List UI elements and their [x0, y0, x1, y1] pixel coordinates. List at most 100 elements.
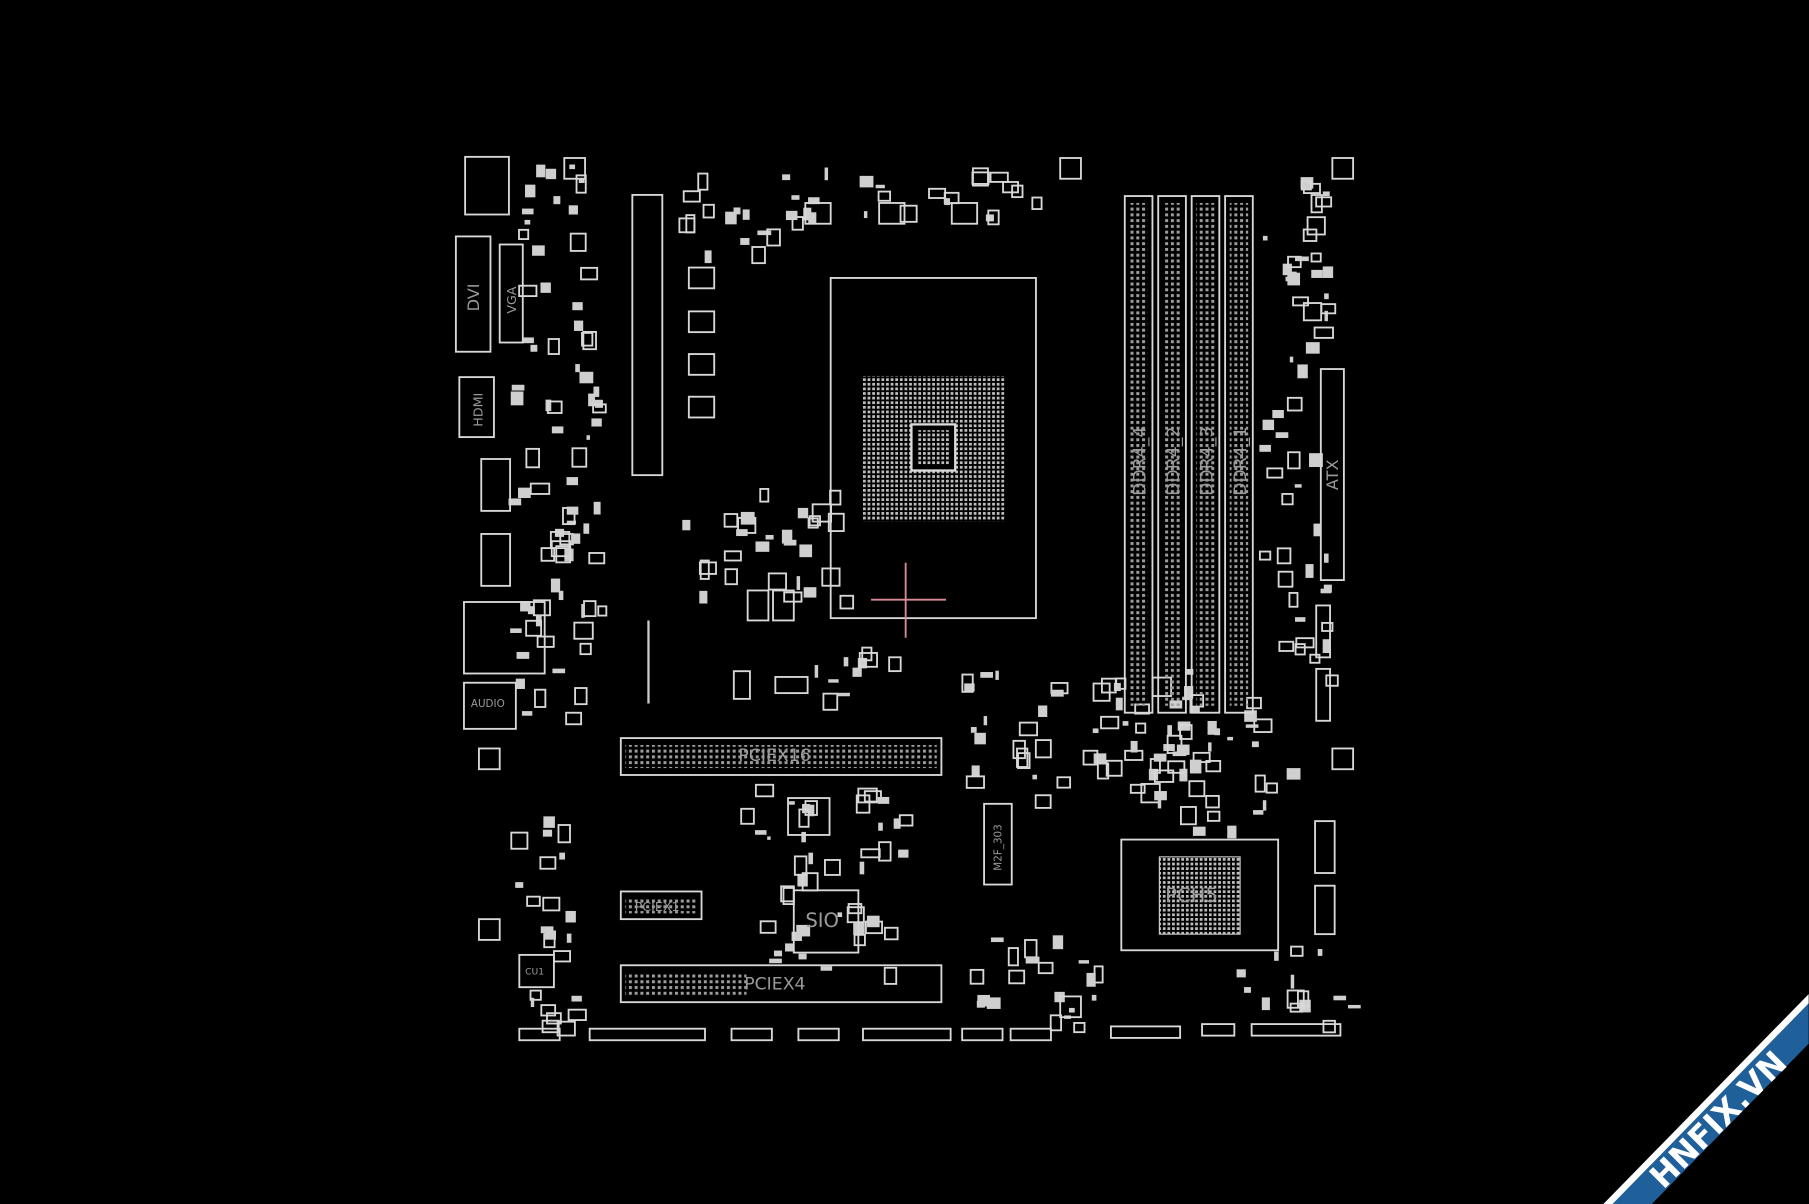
cu1-chip[interactable]: CU1	[518, 953, 555, 989]
small-components	[508, 164, 1361, 1037]
smd-component	[573, 320, 584, 331]
header-connector[interactable]	[1315, 667, 1331, 722]
smd-component	[971, 765, 980, 776]
usb-connector[interactable]	[480, 533, 512, 587]
smd-component	[515, 678, 525, 689]
smd-component	[574, 687, 588, 706]
dimm-slot[interactable]: DDR4_4	[1123, 195, 1154, 714]
smd-component	[878, 822, 883, 831]
smd-component	[843, 657, 849, 667]
pin-header[interactable]	[588, 1027, 706, 1042]
smd-component	[725, 211, 737, 225]
smd-component	[799, 544, 813, 558]
smd-component	[569, 232, 587, 252]
header-connector[interactable]	[1314, 884, 1336, 936]
smd-component	[1309, 653, 1321, 664]
m2-slot[interactable]: M2F_303	[983, 802, 1013, 886]
smd-component	[740, 807, 755, 825]
smd-component	[530, 997, 535, 1008]
smd-component	[1078, 960, 1090, 964]
smd-component	[1294, 643, 1306, 656]
smd-component	[1282, 263, 1292, 276]
pciex1-slot[interactable]: PCIEX1	[619, 890, 703, 921]
dimm-label: DDR4_2	[1164, 427, 1184, 496]
pin-header[interactable]	[797, 1027, 840, 1042]
pin-header[interactable]	[862, 1027, 952, 1042]
header-connector[interactable]	[1314, 820, 1336, 874]
smd-component	[798, 808, 810, 828]
pch-chip[interactable]: PCH5	[1120, 838, 1280, 952]
header-connector[interactable]	[1315, 604, 1331, 659]
smd-component	[1192, 826, 1206, 836]
smd-component	[791, 216, 804, 231]
audio-label: AUDIO	[471, 698, 505, 710]
usb-connector[interactable]	[480, 458, 512, 512]
smd-component	[581, 332, 594, 347]
smd-component	[579, 642, 592, 656]
lan-connector[interactable]	[463, 601, 546, 675]
smd-component	[995, 670, 999, 680]
smd-component	[1038, 705, 1048, 718]
smd-component	[566, 477, 579, 486]
smd-component	[986, 997, 1001, 1009]
usb-connector[interactable]	[464, 155, 510, 216]
smd-component	[510, 391, 524, 406]
smd-component	[1148, 768, 1159, 781]
smd-component	[704, 250, 712, 264]
pin-header[interactable]	[1201, 1023, 1236, 1037]
smd-component	[990, 937, 1004, 943]
smd-component	[551, 426, 564, 434]
dimm-slot[interactable]: DDR4_1	[1224, 195, 1254, 714]
smd-component	[899, 204, 918, 223]
pciex16-slot[interactable]: PCIEX16	[619, 737, 943, 776]
vga-connector[interactable]: VGA	[498, 243, 524, 344]
smd-component	[581, 604, 585, 618]
smd-component	[1254, 774, 1266, 793]
smd-component	[1206, 810, 1221, 822]
smd-component	[1207, 720, 1217, 735]
smd-component	[974, 732, 986, 745]
smd-component	[592, 403, 607, 414]
pin-header[interactable]	[730, 1027, 773, 1042]
smd-component	[1153, 753, 1167, 762]
smd-component	[1258, 550, 1272, 561]
smd-component	[740, 238, 750, 245]
smd-component	[579, 371, 594, 384]
smd-component	[791, 195, 800, 200]
smd-component	[808, 197, 820, 205]
dimm-slot[interactable]: DDR4_2	[1157, 195, 1187, 714]
smd-component	[550, 578, 561, 593]
smd-component	[1278, 640, 1295, 652]
smd-component	[1068, 1007, 1075, 1013]
pciex4-slot[interactable]: PCIEX4	[619, 964, 943, 1004]
audio-connector[interactable]: AUDIO	[463, 681, 517, 730]
cpu-socket[interactable]	[829, 277, 1037, 620]
pin-header[interactable]	[1250, 1023, 1342, 1037]
dvi-connector[interactable]: DVI	[454, 235, 492, 353]
pin-header[interactable]	[961, 1027, 1004, 1042]
smd-component	[1277, 570, 1294, 588]
smd-component	[516, 651, 530, 659]
smd-component	[1261, 997, 1270, 1011]
pin-header[interactable]	[1110, 1025, 1182, 1039]
smd-component	[878, 841, 892, 862]
smd-component	[1012, 739, 1026, 760]
smd-component	[755, 541, 770, 552]
smd-component	[1154, 791, 1167, 801]
chip[interactable]	[787, 797, 831, 836]
sio-chip[interactable]: SIO	[792, 889, 860, 954]
pin-header[interactable]	[1009, 1027, 1052, 1042]
smd-component	[1153, 769, 1175, 783]
smd-component	[983, 716, 988, 726]
pin-header[interactable]	[518, 1027, 561, 1042]
smd-component	[754, 783, 775, 798]
smd-component	[961, 673, 974, 693]
smd-component	[568, 205, 578, 215]
smd-component	[546, 1012, 562, 1025]
dimm-slot[interactable]: DDR4_3	[1190, 195, 1221, 714]
smd-component	[767, 836, 771, 840]
atx-power-connector[interactable]: ATX	[1319, 368, 1345, 582]
smd-component	[814, 665, 819, 678]
hdmi-connector[interactable]: HDMI	[458, 376, 495, 439]
